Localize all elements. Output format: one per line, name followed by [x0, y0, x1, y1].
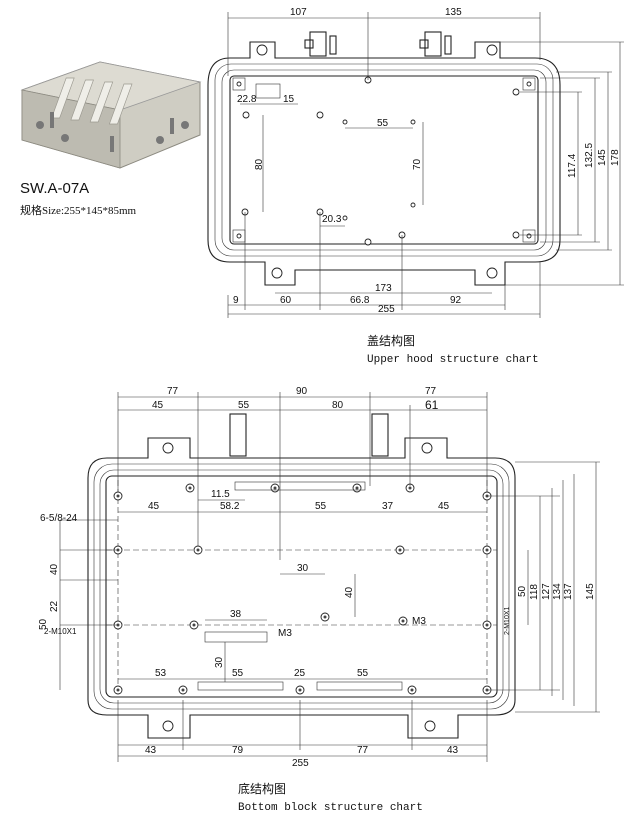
bottom-dim-right-134: 134	[552, 583, 563, 600]
bottom-dim-right-137: 137	[563, 583, 574, 600]
bottom-dim-top-77b: 77	[425, 386, 437, 397]
upper-dim-inner-55: 55	[377, 118, 389, 129]
upper-dim-inner-15: 15	[283, 94, 295, 105]
bottom-dim-top-90: 90	[296, 386, 308, 397]
product-spec: 规格Size:255*145*85mm	[20, 205, 137, 217]
bottom-dim-left-50: 50	[38, 618, 49, 630]
upper-dim-inner-80: 80	[254, 158, 265, 170]
bottom-dim-left-22: 22	[49, 600, 60, 612]
bottom-dim-inner-30b: 30	[214, 656, 225, 668]
bottom-dim-bottom-79: 79	[232, 745, 244, 756]
upper-dim-bottom-9: 9	[233, 295, 239, 306]
bottom-dim-inner-55c: 55	[357, 668, 369, 679]
upper-title-cn: 盖结构图	[367, 333, 415, 348]
upper-dim-inner-228: 22.8	[237, 94, 257, 105]
bottom-dim-inner-53: 53	[155, 668, 167, 679]
product-model: SW.A-07A	[20, 180, 90, 197]
bottom-dim-inner-45a: 45	[148, 501, 160, 512]
product-photo	[10, 40, 210, 170]
bottom-dim-right-127: 127	[541, 583, 552, 600]
bottom-dim-inner-40: 40	[344, 586, 355, 598]
bottom-dim-inner-115: 11.5	[211, 489, 230, 500]
upper-dim-right-1325: 132.5	[584, 143, 595, 168]
bottom-block-drawing: 77 90 77 45 55 80 61 11.5 58.2 45 55 37 …	[38, 386, 600, 814]
upper-dim-top-right: 135	[445, 7, 462, 18]
bottom-label-m3b: M3	[412, 616, 426, 627]
bottom-dim-inner-30a: 30	[297, 563, 309, 574]
bottom-dim-top-55: 55	[238, 400, 250, 411]
enclosure-photo-illustration	[20, 61, 202, 169]
bottom-dim-top-77a: 77	[167, 386, 179, 397]
bottom-dim-right-118: 118	[529, 584, 540, 600]
bottom-dim-left-40: 40	[49, 563, 60, 575]
upper-dim-inner-203: 20.3	[322, 214, 342, 225]
bottom-dim-inner-45b: 45	[438, 501, 450, 512]
upper-dim-bottom-173: 173	[375, 283, 392, 294]
bottom-dim-inner-38: 38	[230, 609, 242, 620]
bottom-dim-left-m10: 2-M10X1	[44, 627, 77, 636]
bottom-dim-right-50: 50	[517, 585, 528, 597]
upper-dim-bottom-668: 66.8	[350, 295, 370, 306]
upper-dim-right-145: 145	[597, 149, 608, 166]
bottom-title-cn: 底结构图	[238, 781, 286, 796]
bottom-dim-inner-25: 25	[294, 668, 306, 679]
upper-dim-right-1174: 117.4	[567, 153, 578, 178]
upper-dim-top-left: 107	[290, 7, 307, 18]
upper-title-en: Upper hood structure chart	[367, 354, 539, 366]
bottom-dim-top-45: 45	[152, 400, 164, 411]
bottom-dim-bottom-43b: 43	[447, 745, 459, 756]
bottom-dim-top-80: 80	[332, 400, 344, 411]
upper-dim-bottom-92: 92	[450, 295, 462, 306]
bottom-dim-left-thread: 6-5/8-24	[40, 513, 78, 524]
bottom-dim-inner-582: 58.2	[220, 501, 240, 512]
bottom-dim-bottom-43a: 43	[145, 745, 157, 756]
upper-dim-right-178: 178	[610, 149, 621, 166]
bottom-dim-bottom-77: 77	[357, 745, 369, 756]
bottom-dim-top-61: 61	[425, 398, 439, 412]
bottom-label-m3a: M3	[278, 628, 292, 639]
upper-dim-bottom-255: 255	[378, 304, 395, 315]
bottom-dim-right-145: 145	[585, 583, 596, 600]
bottom-title-en: Bottom block structure chart	[238, 802, 423, 814]
bottom-dim-bottom-255: 255	[292, 758, 309, 769]
upper-dim-inner-70: 70	[412, 158, 423, 170]
upper-dim-bottom-60: 60	[280, 295, 292, 306]
bottom-dim-right-m10: 2-M10X1	[504, 606, 511, 635]
bottom-dim-inner-55b: 55	[232, 668, 244, 679]
upper-hood-drawing: 107 135 22.8 15 55 80 70 20.3 117.4 132.…	[207, 7, 624, 366]
bottom-dim-inner-55a: 55	[315, 501, 327, 512]
bottom-dim-inner-37: 37	[382, 501, 394, 512]
